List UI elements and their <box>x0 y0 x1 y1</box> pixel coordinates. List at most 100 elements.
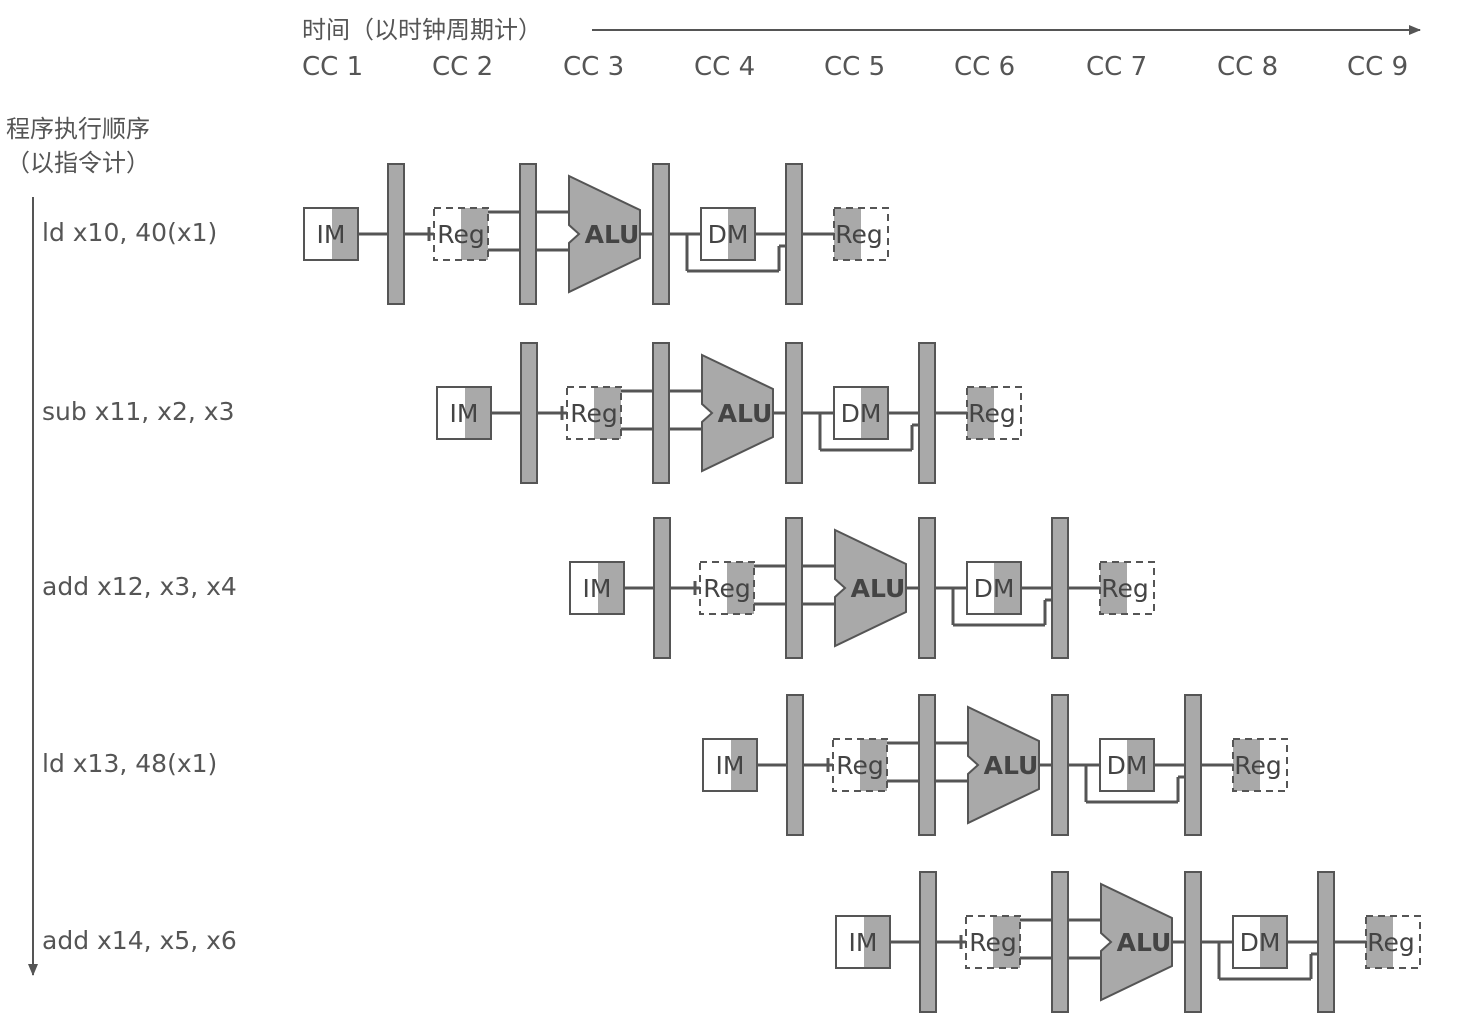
dm-box <box>966 561 1022 615</box>
im-label: IM <box>716 751 745 780</box>
reg-write-box <box>1232 738 1288 792</box>
program-order-label-line1: 程序执行顺序 <box>6 115 150 143</box>
alu-shape <box>1100 882 1173 1002</box>
alu-shape <box>834 528 907 648</box>
dm-shade <box>861 387 888 439</box>
im-shade <box>864 916 890 968</box>
reg-write-label: Reg <box>968 399 1016 428</box>
reg-write-box <box>1099 561 1155 615</box>
reg-write-shade <box>1100 562 1127 614</box>
reg-read-box <box>832 738 888 792</box>
pipeline-register-id-ex <box>652 342 670 484</box>
time-axis-label: 时间（以时钟周期计） <box>302 16 542 44</box>
pipeline-register-mem-wb <box>1317 871 1335 1013</box>
pipeline-row-4: IM Reg ALU DM Reg <box>702 694 1288 836</box>
pipeline-register-mem-wb <box>918 342 936 484</box>
pipeline-register-ex-mem <box>1051 694 1069 836</box>
reg-write-shade <box>967 387 994 439</box>
reg-read-label: Reg <box>703 574 751 603</box>
reg-read-box <box>566 386 622 440</box>
reg-write-shade <box>1233 739 1260 791</box>
cycle-label-cc6: CC 6 <box>954 52 1016 82</box>
cycle-label-cc7: CC 7 <box>1086 52 1148 82</box>
reg-write-label: Reg <box>1367 928 1415 957</box>
reg-read-shade <box>727 562 754 614</box>
im-box <box>436 386 492 440</box>
alu-label: ALU <box>984 751 1039 780</box>
pipeline-register-ex-mem <box>652 163 670 305</box>
alu-label: ALU <box>585 220 640 249</box>
reg-read-label: Reg <box>437 220 485 249</box>
cycle-label-cc4: CC 4 <box>694 52 756 82</box>
im-shade <box>731 739 757 791</box>
cycle-label-cc5: CC 5 <box>824 52 886 82</box>
reg-write-box <box>1365 915 1421 969</box>
pipeline-register-ex-mem <box>1184 871 1202 1013</box>
reg-read-shade <box>594 387 621 439</box>
reg-write-label: Reg <box>1234 751 1282 780</box>
reg-read-box <box>699 561 755 615</box>
reg-read-label: Reg <box>570 399 618 428</box>
reg-write-shade <box>1366 916 1393 968</box>
reg-read-box <box>965 915 1021 969</box>
reg-write-label: Reg <box>1101 574 1149 603</box>
instruction-label-4: ld x13, 48(x1) <box>42 749 218 778</box>
im-shade <box>598 562 624 614</box>
pipeline-register-if-id <box>786 694 804 836</box>
dm-label: DM <box>1240 928 1281 957</box>
dm-shade <box>1127 739 1154 791</box>
dm-shade <box>994 562 1021 614</box>
reg-write-box <box>833 207 889 261</box>
dm-box <box>1232 915 1288 969</box>
reg-read-shade <box>860 739 887 791</box>
cycle-label-cc3: CC 3 <box>563 52 625 82</box>
program-order-label: 程序执行顺序 （以指令计） <box>6 112 150 180</box>
im-box <box>835 915 891 969</box>
reg-read-label: Reg <box>969 928 1017 957</box>
pipeline-register-if-id <box>520 342 538 484</box>
dm-label: DM <box>841 399 882 428</box>
pipeline-register-ex-mem <box>918 517 936 659</box>
reg-read-shade <box>461 208 488 260</box>
cycle-label-cc1: CC 1 <box>302 52 364 82</box>
dm-box <box>700 207 756 261</box>
dm-shade <box>1260 916 1287 968</box>
dm-label: DM <box>1107 751 1148 780</box>
im-shade <box>465 387 491 439</box>
reg-write-box <box>966 386 1022 440</box>
reg-read-label: Reg <box>836 751 884 780</box>
pipeline-register-id-ex <box>785 517 803 659</box>
im-label: IM <box>317 220 346 249</box>
pipeline-register-mem-wb <box>1184 694 1202 836</box>
cycle-label-cc2: CC 2 <box>432 52 494 82</box>
reg-read-box <box>433 207 489 261</box>
alu-shape <box>967 705 1040 825</box>
im-box <box>702 738 758 792</box>
pipeline-register-id-ex <box>519 163 537 305</box>
alu-label: ALU <box>718 399 773 428</box>
dm-shade <box>728 208 755 260</box>
im-label: IM <box>849 928 878 957</box>
im-shade <box>332 208 358 260</box>
im-box <box>569 561 625 615</box>
instruction-label-5: add x14, x5, x6 <box>42 926 237 955</box>
cycle-label-cc9: CC 9 <box>1347 52 1409 82</box>
im-box <box>303 207 359 261</box>
alu-shape <box>568 174 641 294</box>
reg-write-shade <box>834 208 861 260</box>
pipeline-register-if-id <box>387 163 405 305</box>
alu-label: ALU <box>851 574 906 603</box>
pipeline-register-mem-wb <box>1051 517 1069 659</box>
instruction-label-3: add x12, x3, x4 <box>42 572 237 601</box>
instruction-label-2: sub x11, x2, x3 <box>42 397 235 426</box>
alu-label: ALU <box>1117 928 1172 957</box>
im-label: IM <box>450 399 479 428</box>
pipeline-row-5: IM Reg ALU DM Reg <box>835 871 1421 1013</box>
pipeline-register-if-id <box>653 517 671 659</box>
dm-box <box>1099 738 1155 792</box>
alu-shape <box>701 353 774 473</box>
